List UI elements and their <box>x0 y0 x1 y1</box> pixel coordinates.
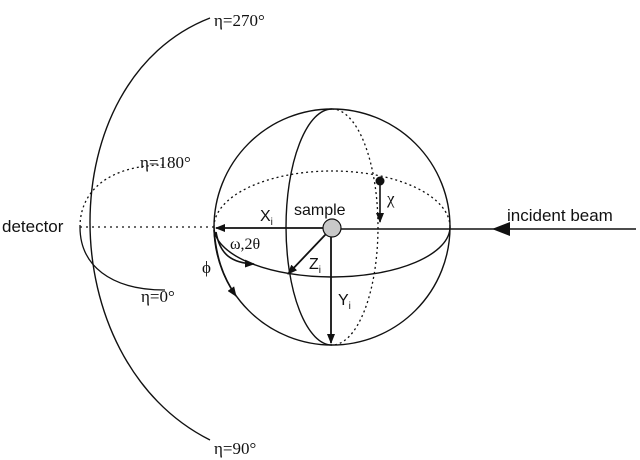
equator-front <box>213 226 451 278</box>
meridian-front <box>285 108 333 346</box>
label-eta-270: η=270° <box>214 11 265 30</box>
label-phi: ϕ <box>202 258 211 277</box>
label-eta-180: η=180° <box>140 153 191 172</box>
detector-ellipse-front <box>79 226 166 291</box>
sample-disc <box>322 218 342 238</box>
detector-ellipse-back <box>79 164 166 228</box>
label-detector: detector <box>2 217 64 236</box>
label-omega-2theta: ω,2θ <box>230 236 260 253</box>
label-eta-90: η=90° <box>214 439 256 458</box>
phi-arc <box>213 229 237 297</box>
chi-point <box>375 176 385 186</box>
detector-arc <box>89 17 211 441</box>
incident-beam-arrowhead <box>492 222 510 236</box>
label-y-axis: Yi <box>338 292 351 312</box>
label-incident-beam: incident beam <box>507 206 613 225</box>
label-x-axis: Xi <box>260 208 273 228</box>
label-sample: sample <box>294 202 346 219</box>
omega-2theta-arc <box>215 231 255 268</box>
label-eta-0: η=0° <box>141 287 175 306</box>
label-z-axis: Zi <box>309 256 321 276</box>
equator-back <box>213 170 451 228</box>
z-axis-arrow <box>287 233 327 275</box>
meridian-back <box>331 108 379 346</box>
label-chi: χ <box>386 189 395 208</box>
